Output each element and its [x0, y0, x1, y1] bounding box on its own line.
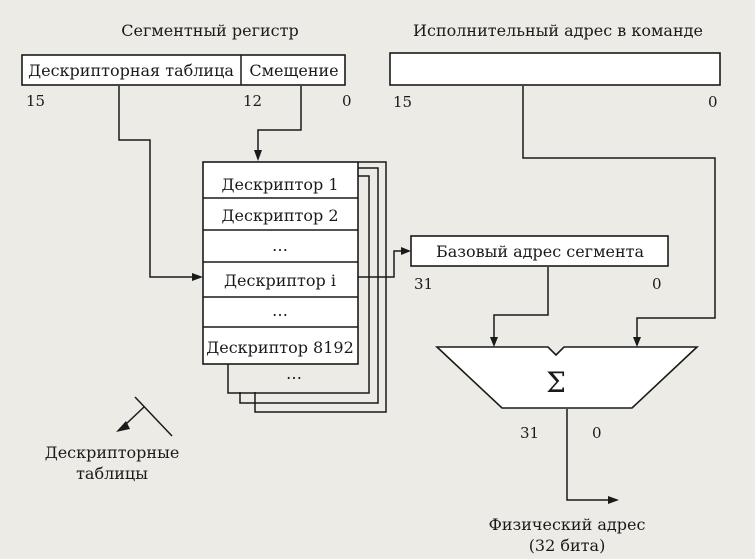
arrow-head — [254, 150, 262, 161]
descriptor-table: Дескриптор 1 Дескриптор 2 … Дескриптор i… — [202, 161, 359, 365]
descriptor-row-selected: Дескриптор i — [224, 271, 336, 290]
selector-to-descriptor-line — [118, 86, 192, 278]
sigma-symbol: Σ — [546, 366, 566, 399]
arrow-head — [490, 337, 498, 347]
arrow-head — [192, 273, 203, 281]
stack-layer-2 — [227, 175, 370, 394]
arrow-head — [608, 496, 619, 504]
descriptor-tables-label-line2: таблицы — [76, 464, 148, 483]
descriptor-table-stack: … — [227, 161, 387, 413]
segment-register: Дескрипторная таблица Смещение — [21, 54, 346, 86]
descriptor-table-box — [202, 161, 359, 365]
segment-register-title: Сегментный регистр — [121, 21, 298, 40]
descriptor-tables-label-line1: Дескрипторные — [45, 443, 180, 462]
descriptor-row: Дескриптор 8192 — [206, 338, 354, 357]
adder: Σ — [434, 346, 700, 409]
descriptor-row: … — [272, 236, 288, 255]
segment-register-box — [21, 54, 346, 86]
base-address-box — [410, 235, 669, 267]
descriptor-to-base-line — [358, 250, 401, 278]
descriptor-table-field: Дескрипторная таблица — [28, 61, 234, 80]
physical-address-label-line2: (32 бита) — [529, 536, 606, 555]
arrow-head — [116, 421, 130, 432]
offset-field: Смещение — [249, 61, 338, 80]
adder-shape — [434, 346, 700, 409]
effective-address-bit-0: 0 — [708, 93, 718, 111]
index-to-table-line — [257, 86, 302, 150]
stack-layer-3 — [239, 167, 379, 404]
adder-bit-0: 0 — [592, 424, 602, 442]
offset-to-adder-line — [522, 86, 716, 337]
adder-output-line — [566, 409, 608, 501]
effective-address-box — [389, 52, 721, 86]
base-to-adder-line — [493, 267, 549, 337]
stack-layer-4 — [254, 161, 387, 413]
base-address-bit-31: 31 — [414, 275, 433, 293]
descriptor-row: Дескриптор 1 — [222, 175, 339, 194]
effective-address-title: Исполнительный адрес в команде — [413, 21, 703, 40]
tables-pointer-line — [123, 396, 173, 437]
base-address-bit-0: 0 — [652, 275, 662, 293]
descriptor-row: Дескриптор 2 — [222, 206, 339, 225]
segment-register-bit-0: 0 — [342, 92, 352, 110]
arrow-head — [633, 337, 641, 347]
stack-ellipsis: … — [286, 364, 302, 383]
descriptor-row: … — [272, 301, 288, 320]
adder-bit-31: 31 — [520, 424, 539, 442]
physical-address-label-line1: Физический адрес — [489, 515, 646, 534]
segment-register-bit-12: 12 — [243, 92, 262, 110]
effective-address-bit-15: 15 — [393, 93, 412, 111]
segment-register-bit-15: 15 — [26, 92, 45, 110]
arrow-head — [401, 247, 411, 255]
base-address-label: Базовый адрес сегмента — [436, 242, 645, 261]
